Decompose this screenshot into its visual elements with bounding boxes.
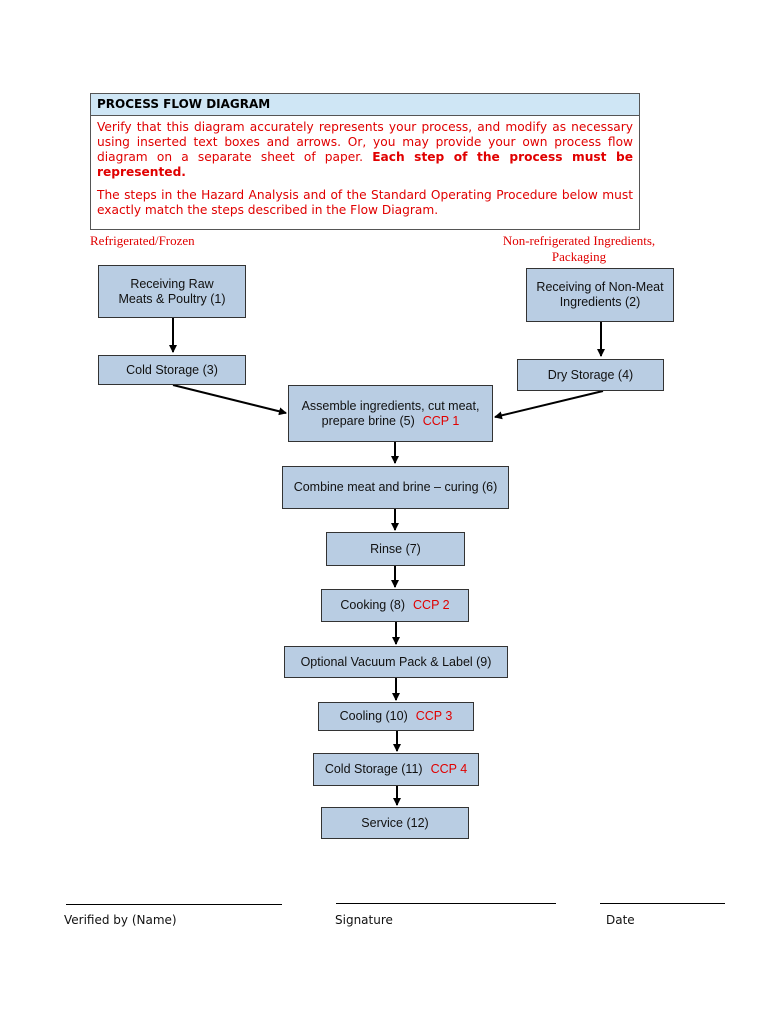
step-1-label: Receiving Raw Meats & Poultry (1) bbox=[118, 276, 226, 306]
step-6-combine-meat-brine: Combine meat and brine – curing (6) bbox=[282, 466, 509, 509]
ccp-4-badge: CCP 4 bbox=[430, 762, 468, 776]
instruction-box: PROCESS FLOW DIAGRAM Verify that this di… bbox=[90, 93, 640, 230]
step-2-receiving-non-meat: Receiving of Non-Meat Ingredients (2) bbox=[526, 268, 674, 322]
instruction-text-1: Verify that this diagram accurately repr… bbox=[97, 120, 633, 164]
step-3-label: Cold Storage (3) bbox=[126, 362, 218, 377]
ccp-3-badge: CCP 3 bbox=[415, 709, 453, 723]
right-branch-label: Non-refrigerated Ingredients, Packaging bbox=[502, 233, 656, 264]
verified-by-label: Verified by (Name) bbox=[64, 913, 177, 927]
step-7-label: Rinse (7) bbox=[370, 541, 421, 556]
step-5-label-wrap: Assemble ingredients, cut meat, prepare … bbox=[296, 399, 486, 429]
step-9-vacuum-pack-label: Optional Vacuum Pack & Label (9) bbox=[284, 646, 508, 678]
step-11-label: Cold Storage (11) bbox=[324, 762, 423, 776]
step-7-rinse: Rinse (7) bbox=[326, 532, 465, 566]
step-5-assemble-ingredients: Assemble ingredients, cut meat, prepare … bbox=[288, 385, 493, 442]
step-6-label: Combine meat and brine – curing (6) bbox=[293, 480, 498, 494]
step-12-label: Service (12) bbox=[361, 815, 429, 830]
signature-label: Signature bbox=[335, 913, 393, 927]
step-3-cold-storage: Cold Storage (3) bbox=[98, 355, 246, 385]
step-1-receiving-raw-meats: Receiving Raw Meats & Poultry (1) bbox=[98, 265, 246, 318]
step-4-dry-storage: Dry Storage (4) bbox=[517, 359, 664, 391]
step-8-cooking: Cooking (8) CCP 2 bbox=[321, 589, 469, 622]
step-10-cooling: Cooling (10) CCP 3 bbox=[318, 702, 474, 731]
step-10-label: Cooling (10) bbox=[339, 709, 408, 723]
instruction-paragraph-1: Verify that this diagram accurately repr… bbox=[97, 120, 633, 180]
instruction-text: Verify that this diagram accurately repr… bbox=[91, 116, 639, 218]
instruction-paragraph-2: The steps in the Hazard Analysis and of … bbox=[97, 188, 633, 217]
ccp-1-badge: CCP 1 bbox=[422, 413, 460, 428]
ccp-2-badge: CCP 2 bbox=[413, 598, 450, 612]
date-line[interactable] bbox=[600, 903, 725, 904]
step-8-label: Cooking (8) bbox=[340, 598, 406, 612]
left-branch-label: Refrigerated/Frozen bbox=[90, 233, 195, 248]
arrow-4-to-5 bbox=[494, 390, 604, 420]
step-12-service: Service (12) bbox=[321, 807, 469, 839]
step-11-cold-storage: Cold Storage (11) CCP 4 bbox=[313, 753, 479, 786]
step-4-label: Dry Storage (4) bbox=[547, 367, 634, 382]
instruction-bold-text: Each step of the process must be represe… bbox=[97, 150, 633, 179]
verified-by-line[interactable] bbox=[66, 904, 282, 905]
signature-line[interactable] bbox=[336, 903, 556, 904]
step-9-label: Optional Vacuum Pack & Label (9) bbox=[300, 654, 492, 669]
step-5-label: Assemble ingredients, cut meat, prepare … bbox=[301, 398, 480, 428]
date-label: Date bbox=[606, 913, 635, 927]
diagram-title: PROCESS FLOW DIAGRAM bbox=[91, 94, 639, 116]
step-2-label: Receiving of Non-Meat Ingredients (2) bbox=[536, 280, 664, 309]
arrow-3-to-5 bbox=[172, 384, 287, 416]
